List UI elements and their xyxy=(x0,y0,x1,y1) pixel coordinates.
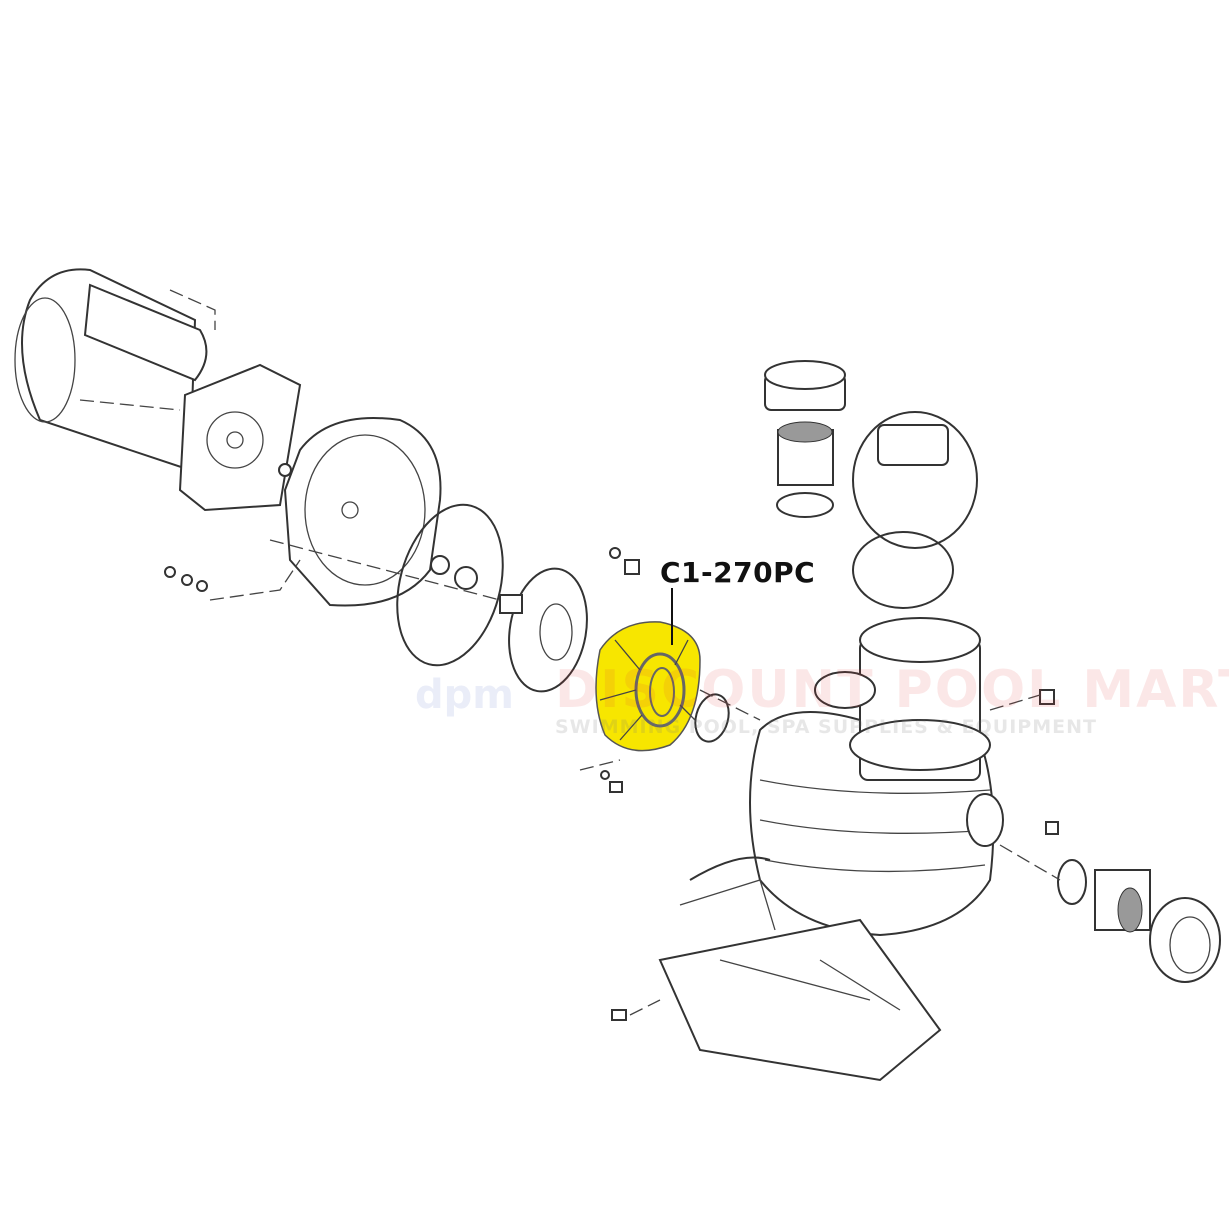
union-side xyxy=(1057,859,1221,983)
fasteners xyxy=(164,539,1061,1021)
union-top xyxy=(764,360,846,518)
lid xyxy=(852,411,978,549)
pump-base xyxy=(658,856,942,1082)
watermark-tagline: SWIMMING POOL, SPA SUPPLIES & EQUIPMENT xyxy=(555,716,1097,738)
seal-plate xyxy=(283,417,442,607)
diffuser-o-ring xyxy=(694,693,730,743)
watermark-name: DISCOUNT POOL MART xyxy=(555,660,1229,720)
part-number-label: C1-270PC xyxy=(660,556,816,589)
diffuser-highlighted-part xyxy=(595,621,701,752)
watermark-logo: dpm xyxy=(415,672,514,718)
motor xyxy=(14,268,302,512)
lid-o-ring xyxy=(852,531,954,609)
impeller xyxy=(499,567,588,693)
seal-plate-o-ring xyxy=(396,503,504,667)
seal xyxy=(430,555,478,590)
pump-housing xyxy=(749,617,1004,937)
